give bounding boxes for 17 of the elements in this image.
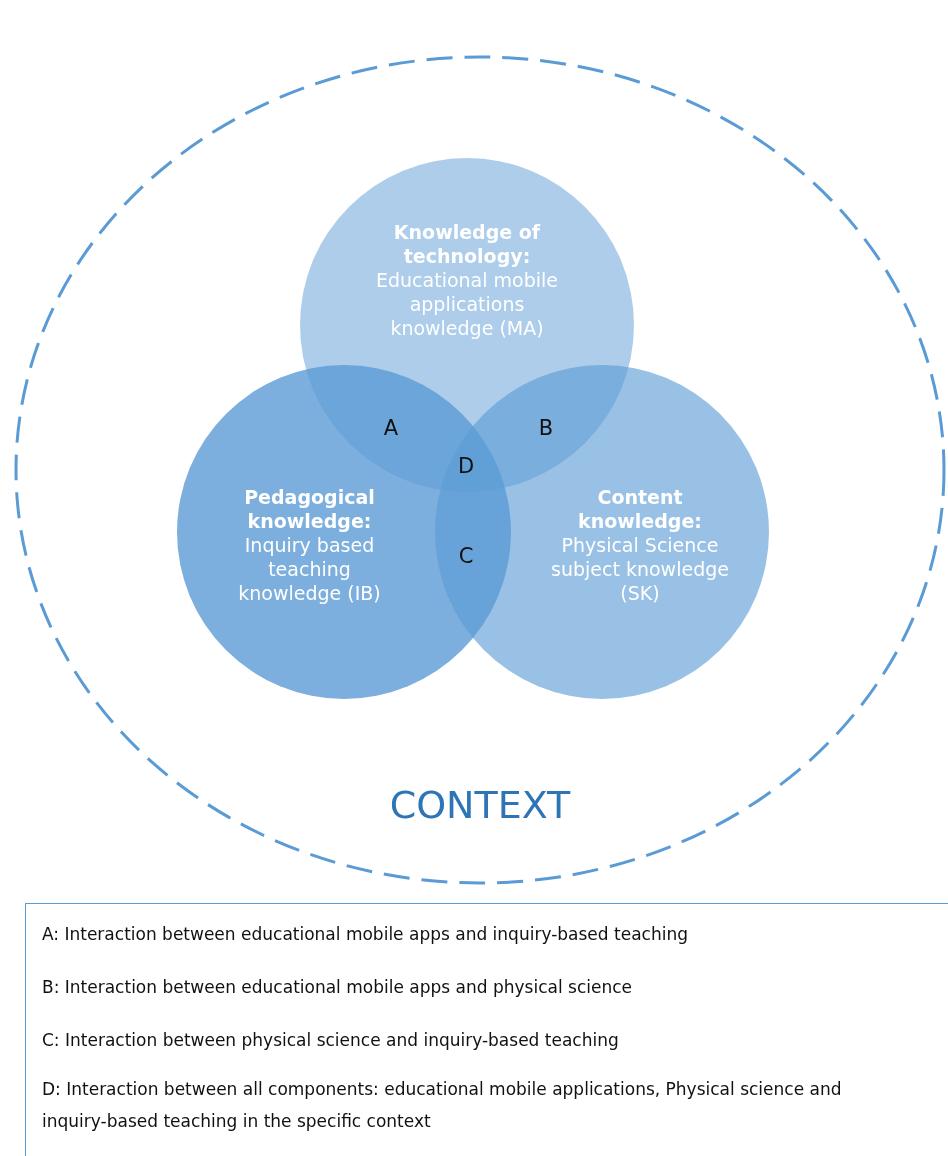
key-text: C: Interaction between physical science and inquiry-based teaching: [42, 1029, 620, 1052]
circle-description: Educational mobile applications knowledge (MA): [375, 268, 559, 340]
circle-heading: Content knowledge:: [577, 485, 703, 533]
key-text: B: Interaction between educational mobile apps and physical science: [42, 976, 633, 999]
overlap-letter: D: [457, 454, 475, 478]
context-label: CONTEXT: [388, 783, 572, 827]
circle-heading: Knowledge of technology:: [392, 220, 542, 268]
key-text: D: Interaction between all components: educational mobile applications, Physical science and inquiry-based teaching in the specific context: [42, 1078, 843, 1133]
circle-description: Physical Science subject knowledge (SK): [550, 533, 730, 605]
context-circle: [14, 55, 946, 885]
overlap-letter: C: [458, 544, 474, 568]
circle-heading: Pedagogical knowledge:: [243, 485, 376, 533]
key-panel: [25, 903, 948, 1156]
overlap-letter: B: [538, 416, 554, 440]
circle-description: Inquiry based teaching knowledge (IB): [237, 533, 382, 605]
key-text: A: Interaction between educational mobile apps and inquiry-based teaching: [42, 923, 689, 946]
overlap-letter: A: [383, 416, 399, 440]
